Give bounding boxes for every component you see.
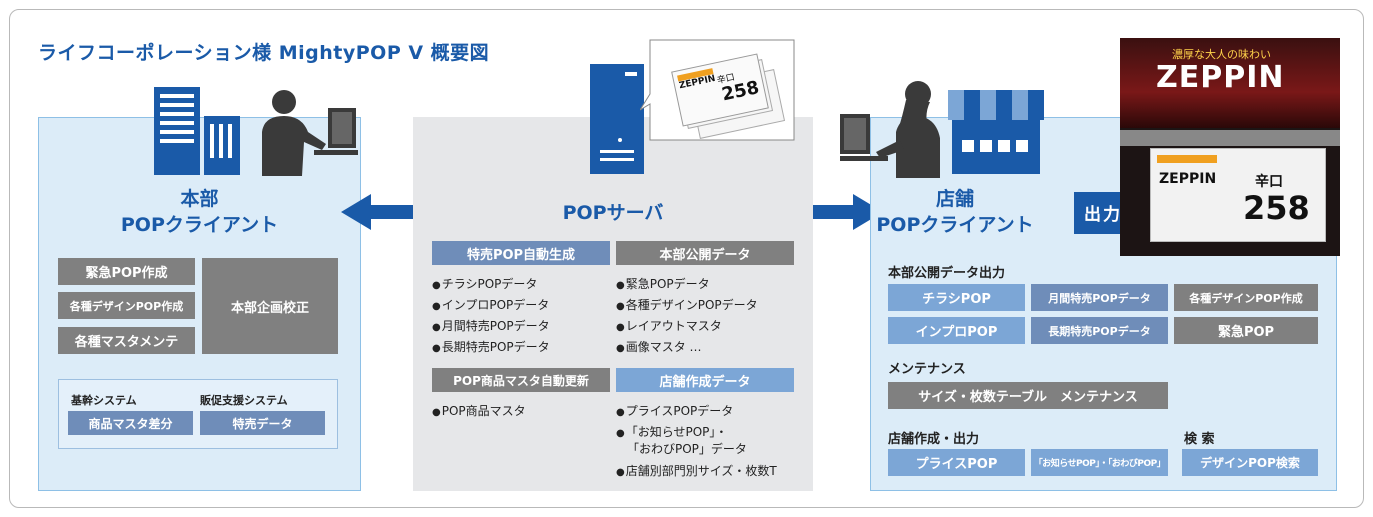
store-icon xyxy=(948,90,1044,174)
server-list-item: ●緊急POPデータ xyxy=(616,277,710,291)
server-list-item: ●チラシPOPデータ xyxy=(432,277,538,291)
maintenance-section-title: メンテナンス xyxy=(888,362,966,377)
hq-proof-button[interactable]: 本部企画校正 xyxy=(202,258,338,354)
promo-system-label: 販促支援システム xyxy=(200,394,288,407)
price-pop-button[interactable]: プライスPOP xyxy=(888,449,1025,476)
server-list-item: ●長期特売POPデータ xyxy=(432,340,550,354)
emergency-pop-button[interactable]: 緊急POP作成 xyxy=(58,258,195,285)
design-pop-button[interactable]: 各種デザインPOP作成 xyxy=(58,292,195,319)
store-output-section-title: 店舗作成・出力 xyxy=(888,432,980,447)
sale-data-box: 特売データ xyxy=(200,411,325,435)
person-at-computer-icon xyxy=(262,90,358,176)
output-label: 出力 xyxy=(1084,205,1122,225)
diagram-title: ライフコーポレーション様 MightyPOP V 概要図 xyxy=(38,42,490,64)
hq-output-section-title: 本部公開データ出力 xyxy=(888,266,1006,281)
photo-tag-price: 258 xyxy=(1243,189,1310,227)
photo-price-tag: ZEPPIN 辛口 258 xyxy=(1150,148,1326,242)
hq-heading: 本部 POPクライアント xyxy=(38,186,361,238)
person-at-computer-icon xyxy=(840,81,940,178)
core-system-label: 基幹システム xyxy=(71,394,137,407)
product-master-diff-box: 商品マスタ差分 xyxy=(68,411,193,435)
store-data-header: 店舗作成データ xyxy=(616,368,794,392)
design-pop-create-button[interactable]: 各種デザインPOP作成 xyxy=(1174,284,1318,311)
photo-shelf-edge xyxy=(1120,130,1340,146)
hq-heading-line2: POPクライアント xyxy=(120,214,279,236)
server-list-item: ●レイアウトマスタ xyxy=(616,319,722,333)
server-panel xyxy=(413,117,813,491)
store-heading: 店舗 POPクライアント xyxy=(870,186,1040,238)
notice-apology-pop-button[interactable]: 「お知らせPOP」・「おわびPOP」 xyxy=(1031,449,1168,476)
auto-sale-pop-header: 特売POP自動生成 xyxy=(432,241,610,265)
store-heading-line2: POPクライアント xyxy=(876,214,1034,236)
search-section-title: 検 索 xyxy=(1184,432,1215,447)
pop-master-update-header: POP商品マスタ自動更新 xyxy=(432,368,610,392)
server-list-item: ●インプロPOPデータ xyxy=(432,298,550,312)
inpro-pop-button[interactable]: インプロPOP xyxy=(888,317,1025,344)
photo-banner: ZEPPIN xyxy=(1156,60,1285,95)
photo-top-text: 濃厚な大人の味わい xyxy=(1172,48,1271,61)
server-list-item: ●各種デザインPOPデータ xyxy=(616,298,758,312)
photo-tag-kind: 辛口 xyxy=(1255,174,1283,190)
server-icon xyxy=(590,64,644,174)
server-list-item: ●「お知らせPOP」・ xyxy=(616,425,728,439)
server-heading: POPサーバ xyxy=(562,202,664,224)
store-shelf-photo: 濃厚な大人の味わい ZEPPIN ZEPPIN 辛口 258 xyxy=(1120,38,1340,256)
design-pop-search-button[interactable]: デザインPOP検索 xyxy=(1182,449,1318,476)
photo-tag-brand: ZEPPIN xyxy=(1159,171,1217,187)
photo-tag-banner-icon xyxy=(1157,155,1217,163)
server-list-item: ●画像マスタ … xyxy=(616,340,702,354)
server-list-item: ●月間特売POPデータ xyxy=(432,319,550,333)
flyer-pop-button[interactable]: チラシPOP xyxy=(888,284,1025,311)
photo-top-shelf xyxy=(1120,38,1340,128)
office-building-icon xyxy=(154,87,240,175)
size-table-maintenance-button[interactable]: サイズ・枚数テーブル メンテナンス xyxy=(888,382,1168,409)
emergency-pop-output-button[interactable]: 緊急POP xyxy=(1174,317,1318,344)
hq-heading-line1: 本部 xyxy=(180,188,219,210)
long-term-sale-pop-button[interactable]: 長期特売POPデータ xyxy=(1031,317,1168,344)
store-heading-line1: 店舗 xyxy=(935,188,974,210)
server-list-item: ●店舗別部門別サイズ・枚数T xyxy=(616,464,777,478)
monthly-sale-pop-button[interactable]: 月間特売POPデータ xyxy=(1031,284,1168,311)
server-list-item-cont: 「おわびPOP」データ xyxy=(627,442,747,456)
server-list-item: ●POP商品マスタ xyxy=(432,404,526,418)
server-list-item: ●プライスPOPデータ xyxy=(616,404,734,418)
hq-public-data-header: 本部公開データ xyxy=(616,241,794,265)
master-maintenance-button[interactable]: 各種マスタメンテ xyxy=(58,327,195,354)
